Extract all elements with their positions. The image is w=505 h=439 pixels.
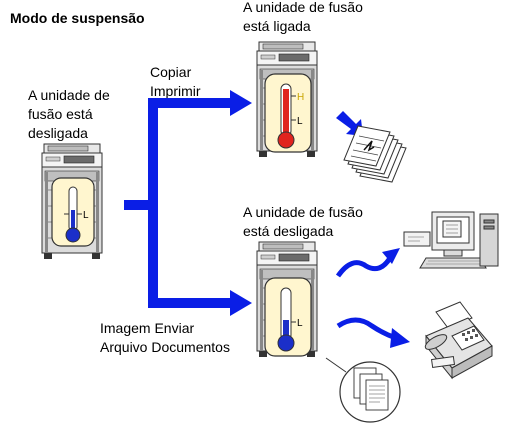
flow-connectors xyxy=(124,90,252,316)
mfp-left: L xyxy=(41,143,103,260)
thermometer-icon-bottom: L xyxy=(264,277,312,357)
connector-trunk xyxy=(148,98,158,308)
arrow-to-bottom-mfp xyxy=(230,290,252,316)
top-state-label: A unidade de fusão está ligada xyxy=(243,0,363,34)
computer-icon xyxy=(403,211,499,269)
mfp-top: H L xyxy=(256,41,318,158)
low-mark-top: L xyxy=(297,116,303,127)
copy-print-label: Copiar Imprimir xyxy=(150,64,201,99)
left-state-label: A unidade de fusão está desligada xyxy=(28,87,110,141)
low-mark-left: L xyxy=(83,210,89,221)
high-mark-top: H xyxy=(297,92,304,103)
arrow-to-computer xyxy=(335,248,400,278)
connector-bottom-branch xyxy=(148,298,232,308)
diagram-title: Modo de suspensão xyxy=(10,10,145,26)
thermometer-icon-left: L xyxy=(51,177,95,247)
low-mark-bottom: L xyxy=(297,318,303,329)
paper-stack-icon xyxy=(343,125,407,183)
fax-icon xyxy=(424,301,493,380)
arrow-to-top-mfp xyxy=(230,90,252,116)
connector-top-branch xyxy=(148,98,232,108)
send-file-label: Imagem Enviar Arquivo Documentos xyxy=(100,320,230,355)
mfp-bottom: L xyxy=(256,241,318,358)
mid-state-label: A unidade de fusão está desligada xyxy=(243,204,363,239)
documents-icon xyxy=(325,357,401,423)
thermometer-icon-top: H L xyxy=(264,73,312,153)
connector-stem xyxy=(124,200,152,210)
arrow-to-fax xyxy=(336,317,410,348)
